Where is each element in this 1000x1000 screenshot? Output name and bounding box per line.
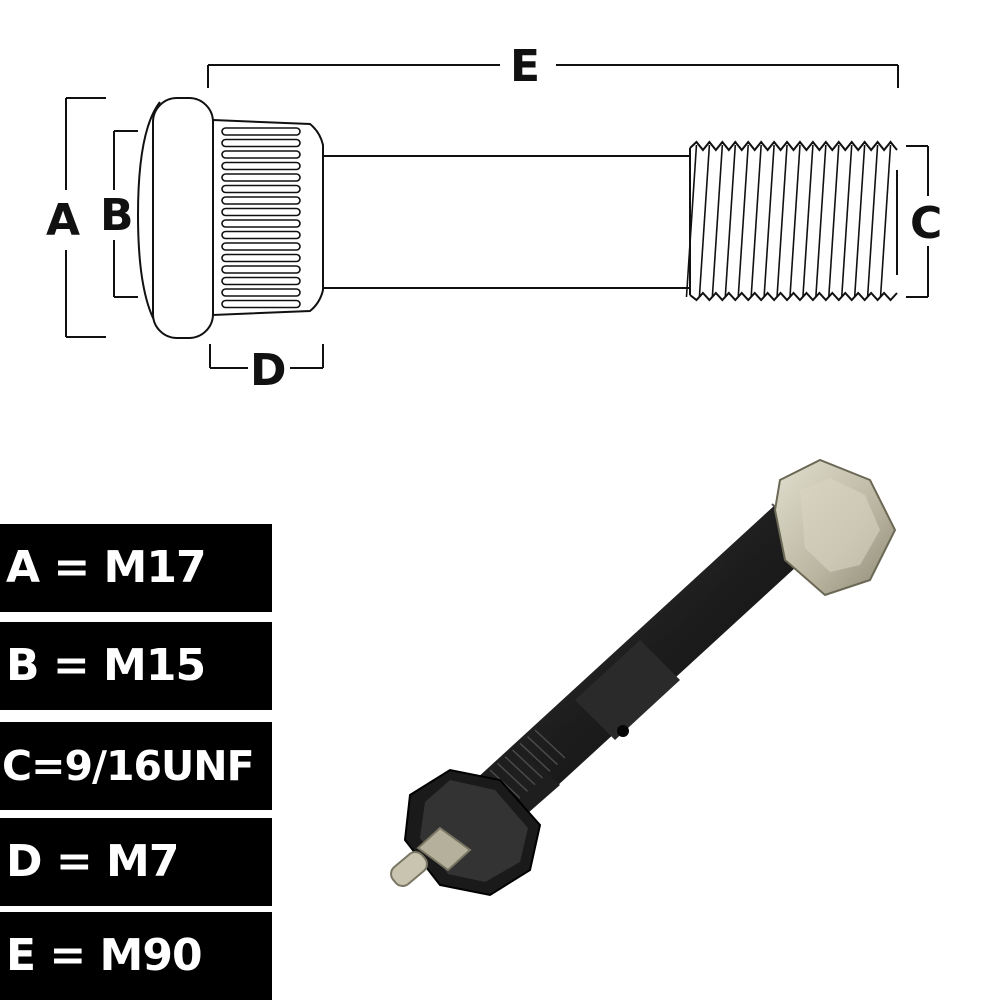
spline-rib [221, 127, 301, 136]
dimension-e-line [207, 64, 899, 88]
threaded-end-drawing [685, 140, 898, 302]
spline-rib [221, 242, 301, 251]
shackle-bolt-photo [390, 458, 897, 897]
spec-label-c: C=9/16UNF [0, 722, 272, 810]
splined-section-drawing [212, 118, 324, 317]
dimension-c-bracket [906, 145, 929, 298]
bolt-shank-photo [475, 505, 820, 820]
thread-line [853, 144, 866, 298]
photo-spline-line [534, 729, 566, 759]
dimension-a-bracket [65, 97, 106, 338]
thread-line [840, 144, 853, 298]
thread-line [698, 144, 711, 298]
thread-line [685, 144, 698, 298]
dimension-a-label: A [46, 195, 80, 246]
spline-rib [221, 173, 301, 182]
thread-line [711, 144, 724, 298]
dimension-b-bracket [113, 130, 138, 298]
spline-rib [221, 265, 301, 274]
thread-line [750, 144, 762, 298]
photo-spline-line [496, 762, 529, 792]
spline-section-photo [475, 729, 566, 820]
spline-rib [221, 196, 301, 205]
spline-rib [221, 276, 301, 286]
thread-line [763, 144, 775, 298]
thread-line [737, 144, 750, 298]
spec-label-e: E = M90 [0, 912, 272, 1000]
spline-rib [221, 207, 301, 217]
spline-rib [221, 230, 301, 240]
spec-label-a: A = M17 [0, 524, 272, 612]
photo-spline-line [519, 742, 551, 772]
spline-rib [221, 138, 301, 148]
spec-label-b: B = M15 [0, 622, 272, 710]
grease-nipple-photo [390, 826, 472, 887]
spline-rib [221, 161, 301, 171]
thread-line [789, 144, 801, 298]
dimension-b-label: B [100, 190, 134, 241]
spec-label-d: D = M7 [0, 818, 272, 906]
thread-line [879, 144, 892, 298]
thread-line [724, 144, 737, 298]
photo-spline-line [489, 769, 521, 799]
dimension-c-label: C [910, 198, 942, 249]
thread-line [827, 144, 840, 298]
spline-rib [221, 253, 301, 263]
spline-rib [221, 299, 301, 309]
photo-spline-line [511, 749, 544, 779]
dimension-d-label: D [250, 345, 287, 396]
thread-line [776, 144, 788, 298]
top-nut-photo [773, 458, 897, 597]
spline-rib [221, 150, 301, 159]
dimension-d-bracket [209, 344, 324, 369]
photo-spline-line [526, 736, 559, 766]
dimension-e-label: E [510, 41, 540, 92]
spline-rib [221, 219, 301, 228]
spline-rib [221, 288, 301, 297]
thread-line [866, 144, 879, 298]
shank-drawing [323, 155, 690, 289]
thread-line [815, 144, 827, 298]
photo-spline-line [504, 756, 536, 786]
bolt-dimension-drawing: E A B C D [46, 41, 942, 396]
spline-rib [221, 184, 301, 194]
thread-line [802, 144, 814, 298]
bolt-head-drawing [136, 97, 214, 339]
